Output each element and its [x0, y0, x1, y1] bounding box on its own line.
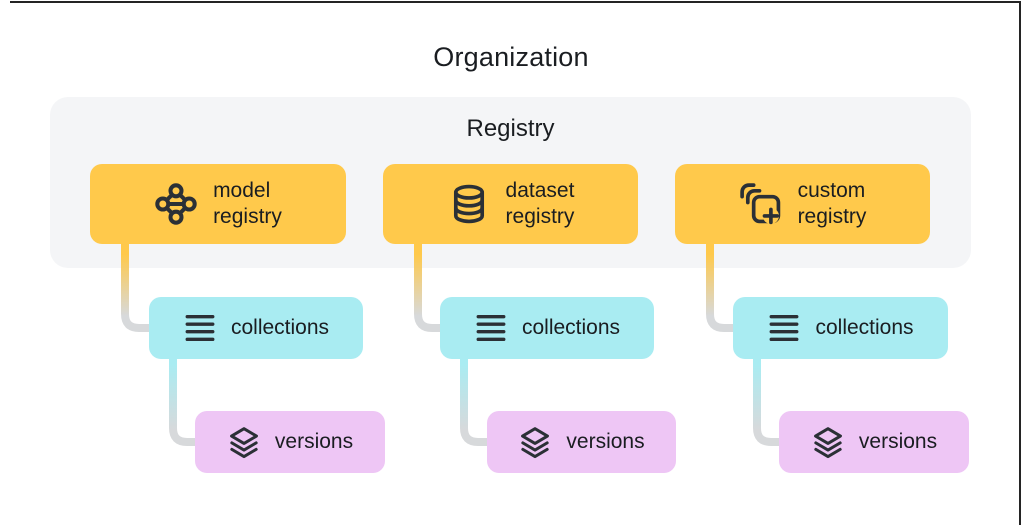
list-icon — [474, 311, 508, 345]
collections-node-label: collections — [230, 316, 330, 339]
connector-collections-versions-2 — [460, 355, 492, 446]
model-registry-node: model registry — [90, 164, 346, 244]
registry-panel-label: Registry — [466, 115, 555, 142]
connector-collections-versions-3 — [753, 355, 784, 446]
layers-icon — [811, 425, 845, 459]
collections-node-1: collections — [149, 297, 363, 359]
registry-node-label: dataset registry — [506, 178, 575, 230]
registry-node-label: model registry — [213, 178, 282, 230]
collections-node-3: collections — [733, 297, 948, 359]
registry-label-line2: registry — [505, 205, 575, 228]
versions-node-3: versions — [779, 411, 969, 473]
connector-dataset-collections — [414, 240, 445, 332]
layers-icon — [518, 425, 552, 459]
collections-node-2: collections — [440, 297, 654, 359]
connector-custom-collections — [706, 240, 738, 332]
registry-label-line2: registry — [797, 205, 867, 228]
custom-registry-node: custom registry — [675, 164, 930, 244]
list-icon — [767, 311, 801, 345]
versions-node-2: versions — [487, 411, 676, 473]
versions-node-label: versions — [274, 430, 354, 453]
connector-model-collections — [121, 240, 154, 332]
stacked-squares-plus-icon — [739, 182, 783, 226]
collections-node-label: collections — [815, 316, 914, 339]
registry-label-line1: custom — [797, 179, 866, 202]
versions-node-1: versions — [195, 411, 385, 473]
list-icon — [183, 311, 217, 345]
database-icon — [447, 182, 491, 226]
layers-icon — [227, 425, 261, 459]
registry-label-line2: registry — [213, 205, 282, 228]
dataset-registry-node: dataset registry — [383, 164, 638, 244]
registry-label-line1: model — [213, 179, 271, 202]
frame-top-border — [10, 1, 1021, 3]
registry-label-line1: dataset — [505, 179, 575, 202]
collections-node-label: collections — [521, 316, 621, 339]
versions-node-label: versions — [566, 430, 645, 453]
page-title: Organization — [433, 42, 589, 72]
versions-node-label: versions — [858, 430, 938, 453]
frame-right-border — [1019, 1, 1021, 525]
model-graph-icon — [154, 182, 198, 226]
connector-collections-versions-1 — [169, 355, 200, 446]
registry-node-label: custom registry — [798, 178, 867, 230]
